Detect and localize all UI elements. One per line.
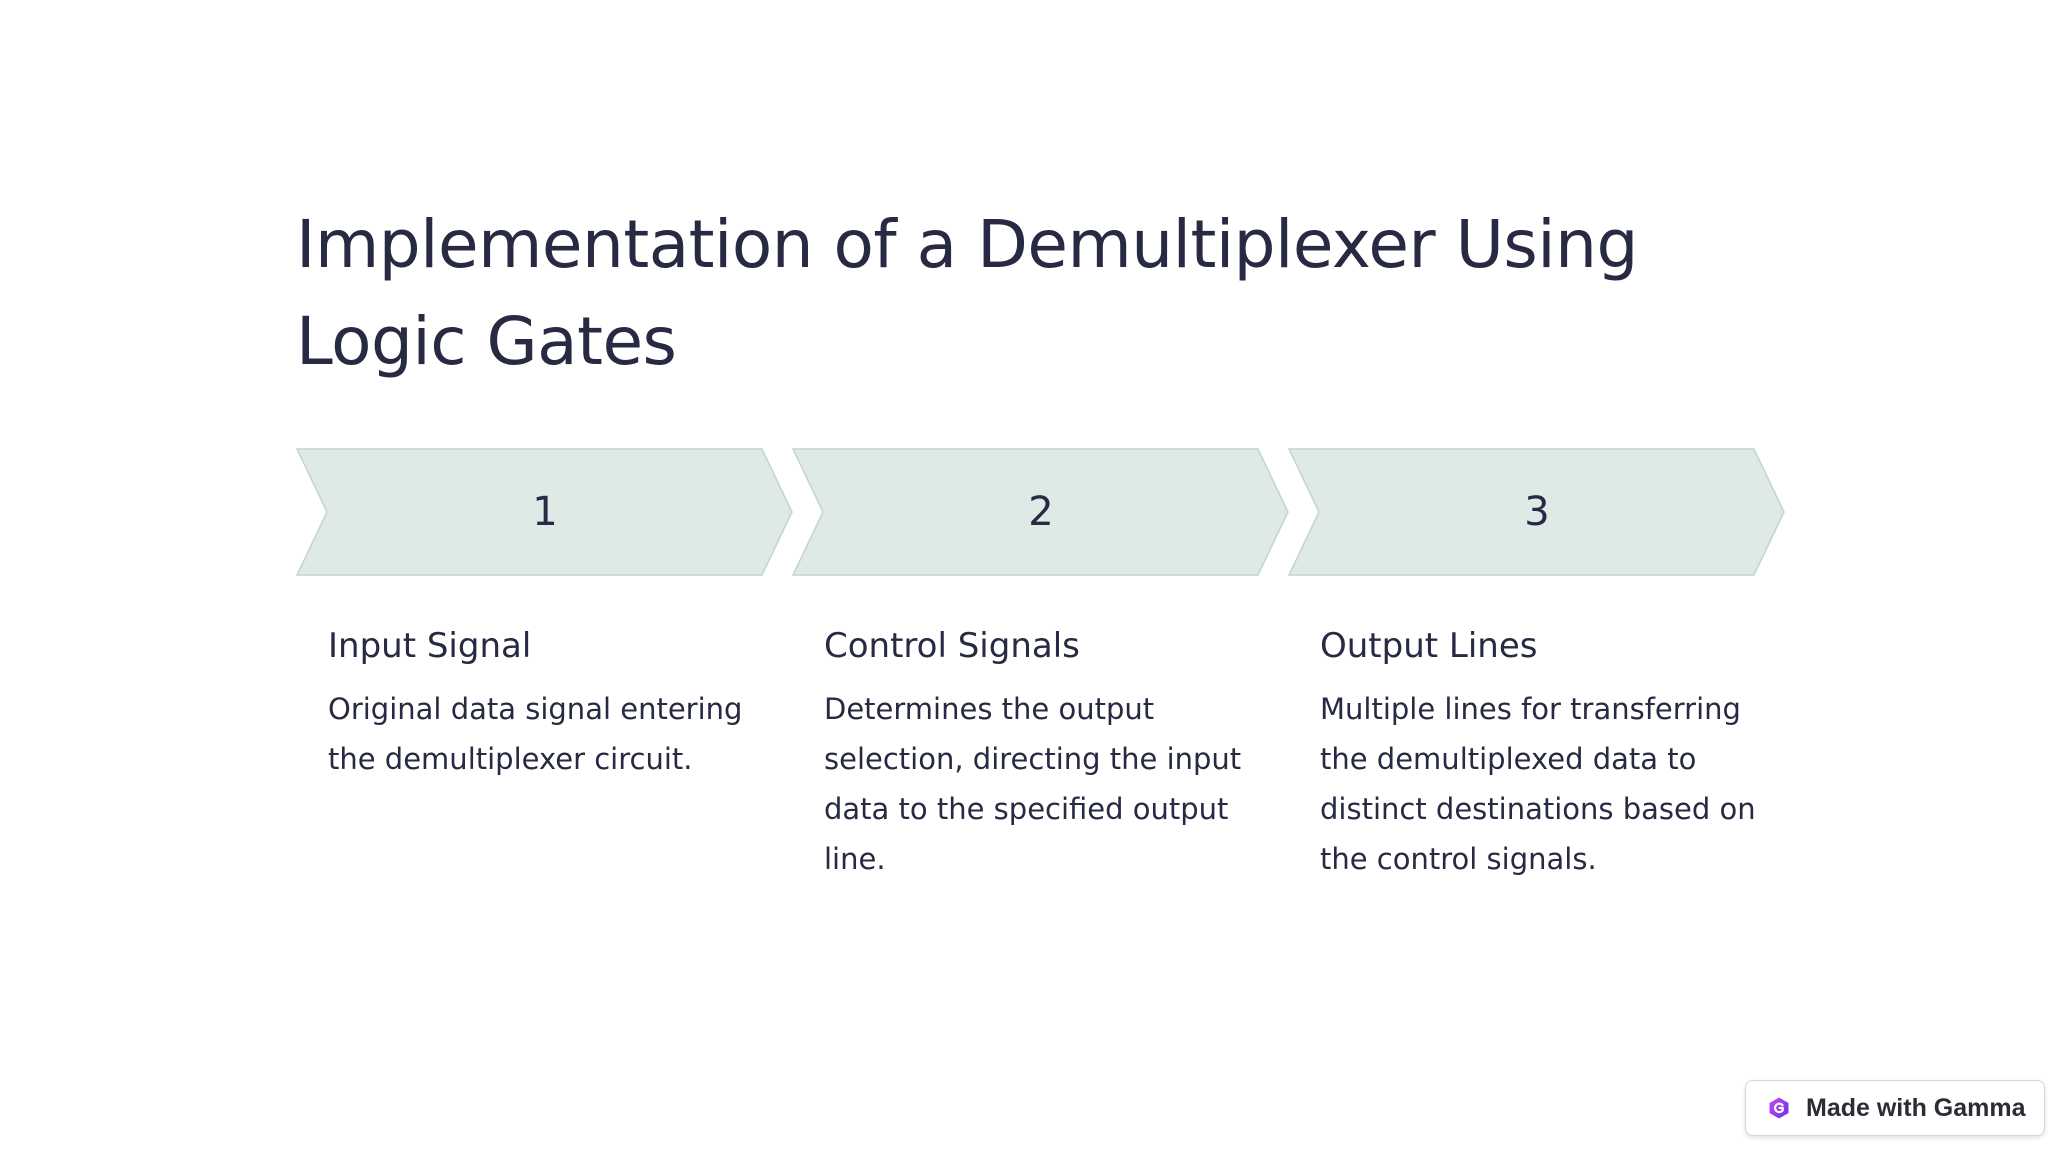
step-description: Determines the output selection, directi…	[824, 692, 1242, 876]
step-number: 2	[1028, 489, 1054, 535]
step-heading: Output Lines	[1320, 626, 1538, 666]
step-description: Multiple lines for transferring the demu…	[1320, 692, 1756, 876]
step-number: 3	[1524, 489, 1550, 535]
step-heading: Control Signals	[824, 626, 1080, 666]
step-description: Original data signal entering the demult…	[328, 692, 743, 776]
process-steps: 1 Input Signal Original data signal ente…	[296, 448, 1785, 1128]
chevron-shape	[792, 448, 1290, 576]
step-heading: Input Signal	[328, 626, 532, 666]
chevron-shape	[1288, 448, 1786, 576]
step-number: 1	[532, 489, 558, 535]
chevron-shape	[296, 448, 794, 576]
gamma-logo-icon	[1766, 1095, 1792, 1121]
made-with-gamma-badge[interactable]: Made with Gamma	[1745, 1080, 2045, 1136]
badge-label: Made with Gamma	[1806, 1093, 2026, 1122]
slide-title: Implementation of a Demultiplexer Using …	[296, 206, 1638, 380]
